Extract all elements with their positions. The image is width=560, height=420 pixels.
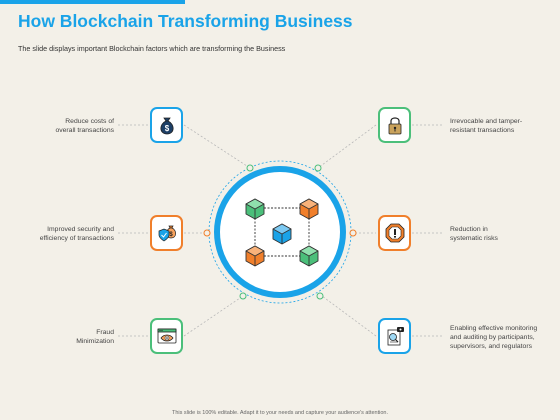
shield-money-tile: $ xyxy=(150,215,183,251)
shield-money-icon: $ xyxy=(158,225,176,242)
footer-note: This slide is 100% editable. Adapt it to… xyxy=(172,410,388,416)
audit-document-icon xyxy=(387,327,404,346)
page-title: How Blockchain Transforming Business xyxy=(18,11,353,31)
factor-label-fraud: Fraud Minimization xyxy=(76,329,114,345)
svg-text:$: $ xyxy=(169,232,173,238)
factor-label-irrevocable: Irrevocable and tamper- resistant transa… xyxy=(450,118,523,134)
factor-label-reduce-costs: Reduce costs of overall transactions xyxy=(55,118,114,134)
padlock-icon xyxy=(388,117,401,135)
factor-label-security: Improved security and efficiency of tran… xyxy=(39,226,114,242)
money-bag-icon: $ xyxy=(159,117,174,135)
browser-eye-tile xyxy=(150,318,183,354)
browser-eye-icon xyxy=(157,328,176,344)
padlock-tile xyxy=(378,107,411,143)
factor-label-systematic-risks: Reduction in systematic risks xyxy=(450,226,498,242)
svg-text:$: $ xyxy=(164,124,169,133)
factor-label-monitoring: Enabling effective monitoring and auditi… xyxy=(450,325,538,350)
audit-document-tile xyxy=(378,318,411,354)
warning-octagon-tile xyxy=(378,215,411,251)
warning-octagon-icon xyxy=(385,223,404,243)
blockchain-cubes-icon xyxy=(245,198,319,267)
accent-bar xyxy=(0,0,185,4)
page-subtitle: The slide displays important Blockchain … xyxy=(18,44,286,53)
money-bag-tile: $ xyxy=(150,107,183,143)
